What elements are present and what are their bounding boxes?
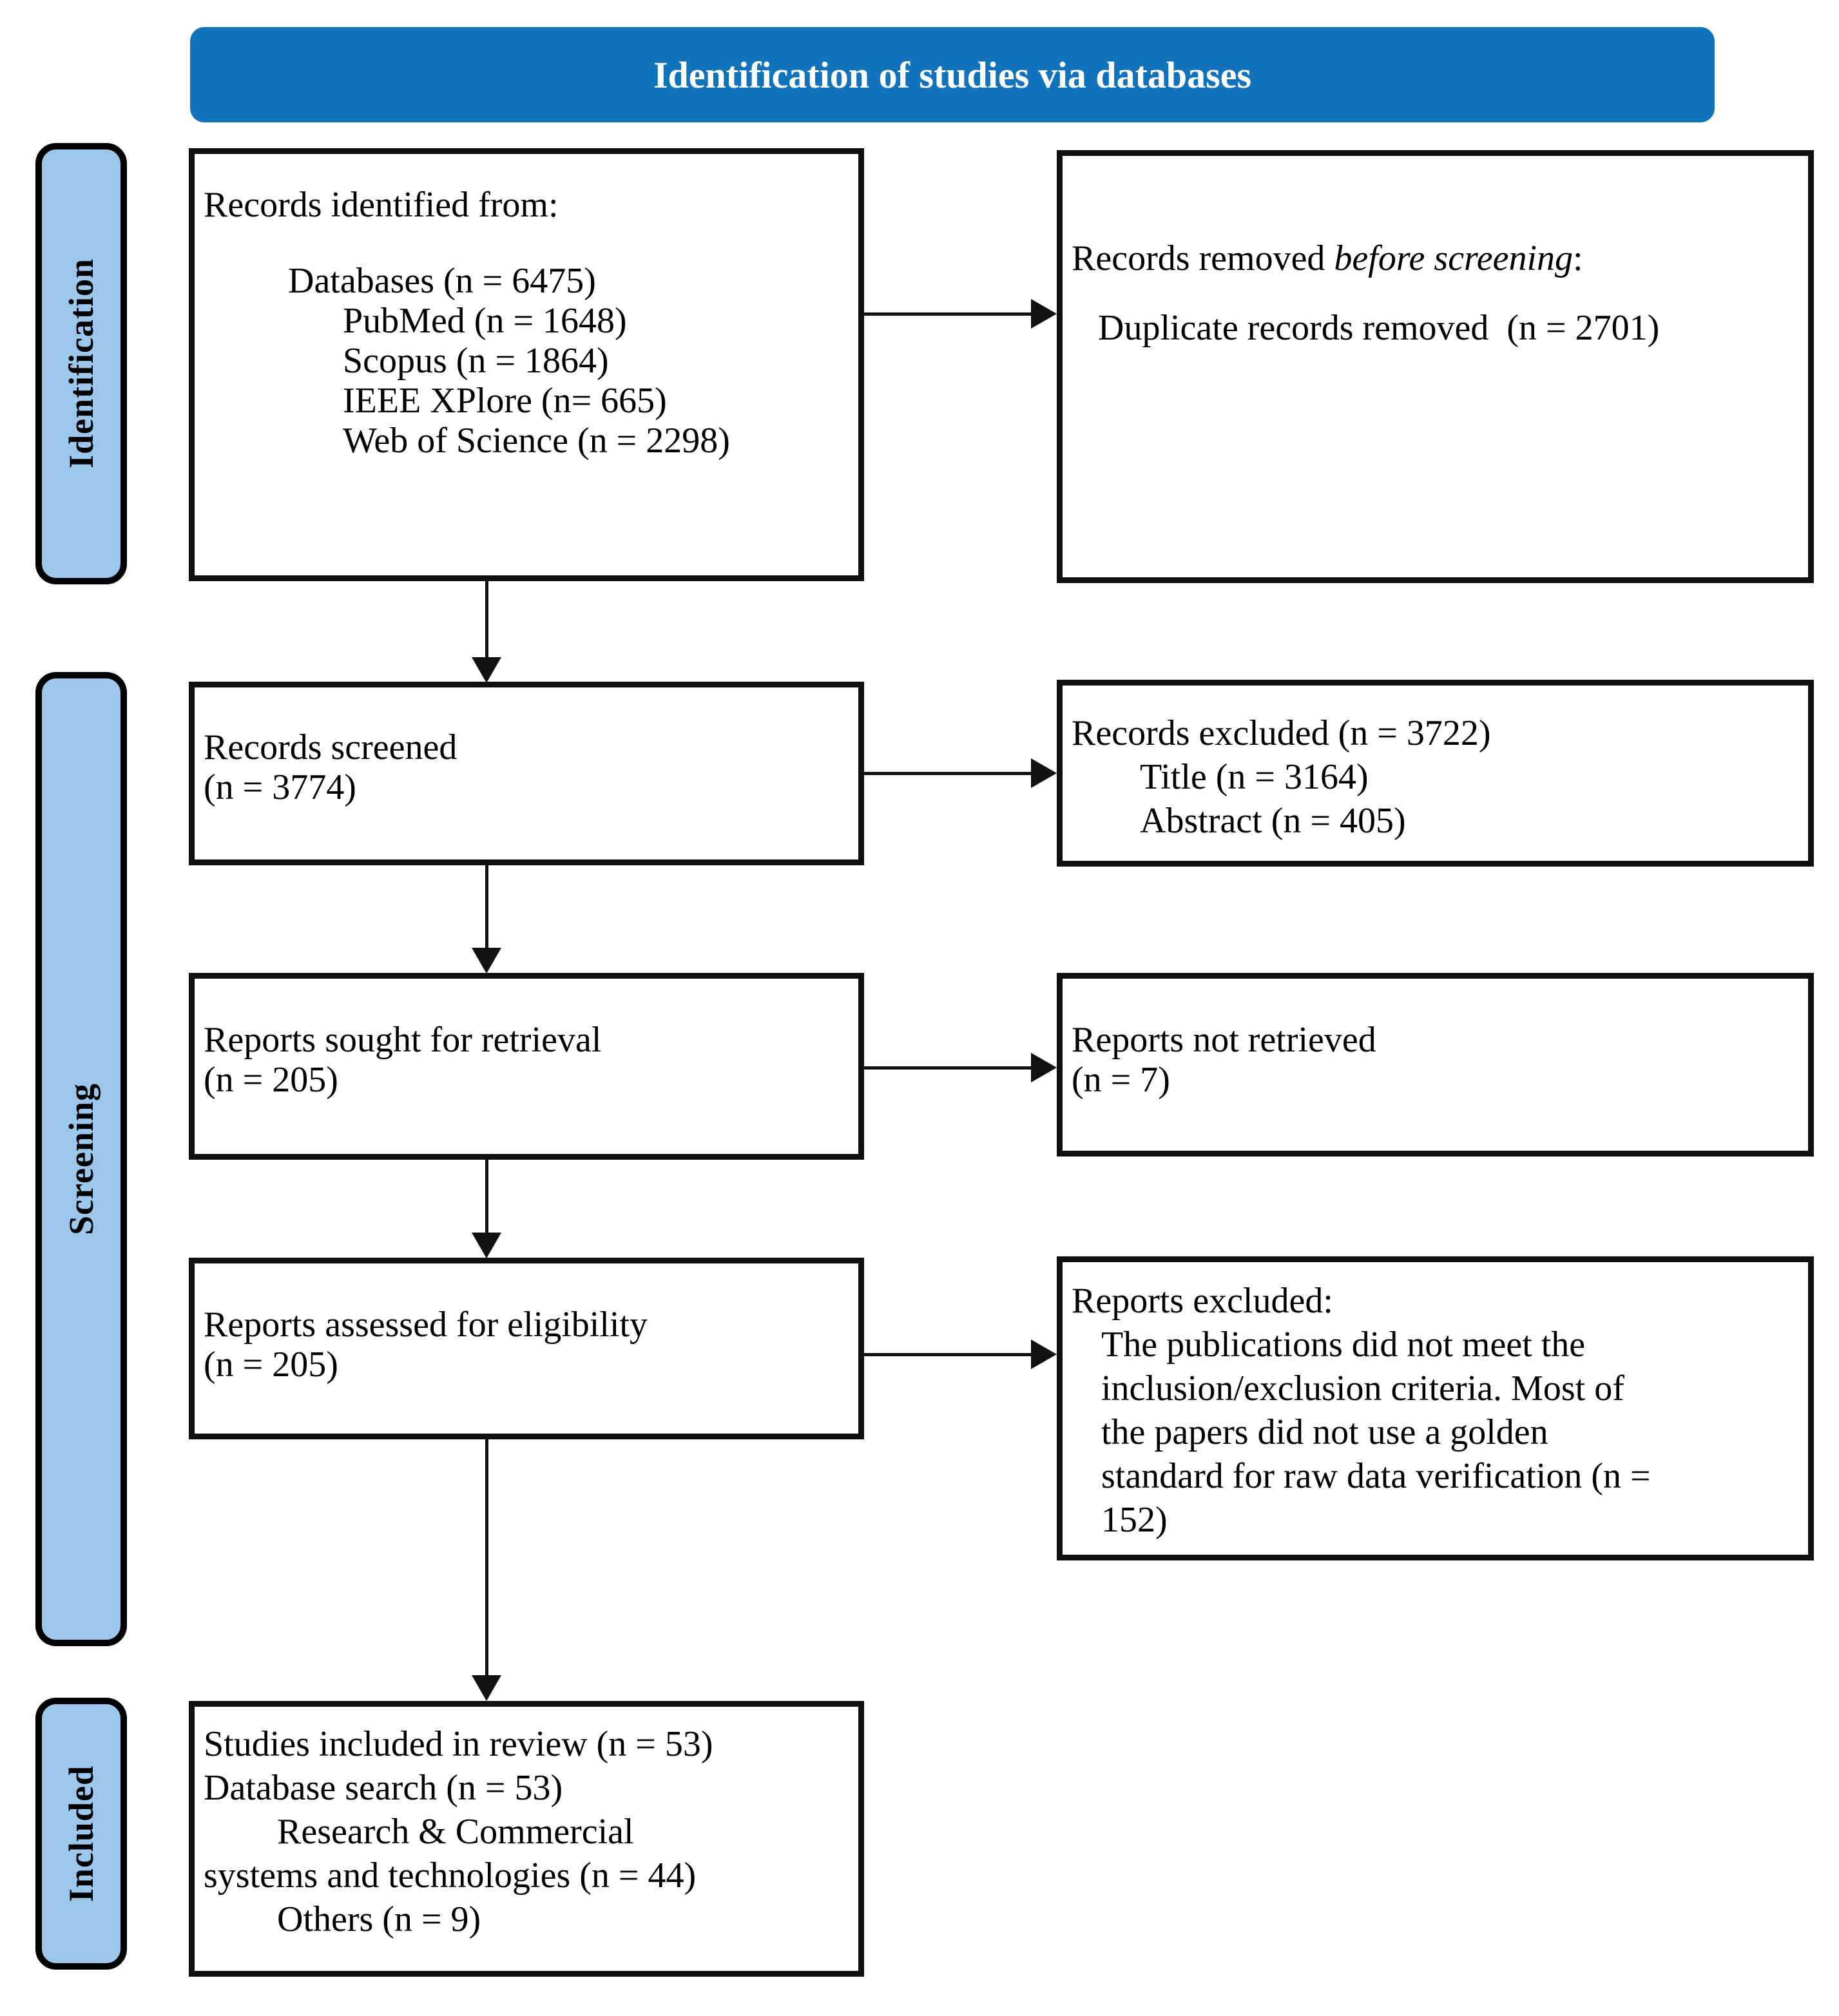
text-line: Duplicate records removed (n = 2701) (1098, 308, 1660, 348)
arrow-sought-to-notretrieved-line (864, 1066, 1032, 1070)
arrow-identified-to-screened-head (472, 657, 501, 683)
spacer-line (195, 225, 858, 261)
text-line: Research & Commercial (277, 1812, 634, 1852)
arrow-identified-to-removed-line (864, 312, 1032, 316)
text-line: Others (n = 9) (277, 1899, 481, 1939)
arrow-sought-to-notretrieved-head (1031, 1053, 1057, 1082)
arrow-identified-to-removed-head (1031, 299, 1057, 329)
stage-label-screening-text: Screening (62, 1083, 101, 1235)
text-line: Reports sought for retrieval (204, 1020, 602, 1060)
arrow-assessed-to-excluded-head (1031, 1339, 1057, 1369)
records-screened-box: Records screened (n = 3774) (189, 682, 864, 865)
text-line: Abstract (n = 405) (1140, 801, 1406, 841)
text-line: inclusion/exclusion criteria. Most of (1101, 1368, 1624, 1408)
text-line: 152) (1101, 1500, 1168, 1540)
text-line: standard for raw data verification (n = (1101, 1456, 1651, 1496)
text-segment: Records removed (1072, 238, 1334, 278)
text-line: Records removed before screening: (1072, 238, 1808, 278)
arrow-screened-to-excluded-head (1031, 758, 1057, 788)
text-line: Records screened (204, 727, 457, 767)
text-line: Records identified from: (204, 185, 559, 225)
text-line: (n = 3774) (204, 767, 356, 807)
text-line: Records excluded (n = 3722) (1072, 713, 1491, 753)
text-line: Databases (n = 6475) (288, 261, 596, 301)
stage-label-identification: Identification (35, 143, 127, 584)
studies-included-box: Studies included in review (n = 53) Data… (189, 1701, 864, 1977)
text-line: the papers did not use a golden (1101, 1412, 1548, 1452)
text-line: Studies included in review (n = 53) (204, 1724, 713, 1764)
arrow-screened-to-sought-head (472, 948, 501, 974)
stage-label-screening: Screening (35, 672, 127, 1646)
arrow-assessed-to-excluded-line (864, 1353, 1032, 1356)
arrow-sought-to-assessed-line (485, 1160, 488, 1234)
records-identified-box: Records identified from: Databases (n = … (189, 148, 864, 581)
text-segment-italic: before screening (1334, 238, 1574, 278)
reports-assessed-box: Reports assessed for eligibility (n = 20… (189, 1258, 864, 1439)
stage-label-included: Included (35, 1698, 127, 1970)
text-line: Title (n = 3164) (1140, 757, 1369, 797)
text-line: Scopus (n = 1864) (343, 341, 609, 381)
arrow-sought-to-assessed-head (472, 1233, 501, 1258)
reports-sought-box: Reports sought for retrieval (n = 205) (189, 973, 864, 1160)
text-line: PubMed (n = 1648) (343, 301, 627, 341)
text-line: Reports excluded: (1072, 1281, 1333, 1321)
text-line: (n = 205) (204, 1345, 338, 1385)
arrow-identified-to-screened-line (485, 581, 488, 658)
stage-label-included-text: Included (62, 1765, 101, 1903)
arrow-screened-to-sought-line (485, 865, 488, 949)
text-line: (n = 205) (204, 1060, 338, 1100)
text-line: The publications did not meet the (1101, 1325, 1586, 1365)
banner-title-text: Identification of studies via databases (653, 53, 1252, 96)
text-line: IEEE XPlore (n= 665) (343, 381, 667, 421)
arrow-assessed-to-included-head (472, 1675, 501, 1701)
banner-title: Identification of studies via databases (190, 27, 1715, 122)
records-removed-box: Records removed before screening: Duplic… (1057, 150, 1814, 583)
text-line: systems and technologies (n = 44) (204, 1856, 697, 1896)
text-line: Reports assessed for eligibility (204, 1305, 648, 1345)
records-excluded-box: Records excluded (n = 3722) Title (n = 3… (1057, 680, 1814, 867)
reports-excluded-box: Reports excluded: The publications did n… (1057, 1256, 1814, 1560)
arrow-assessed-to-included-line (485, 1438, 488, 1676)
arrow-screened-to-excluded-line (864, 772, 1032, 775)
text-line: Web of Science (n = 2298) (343, 421, 730, 461)
text-line: Database search (n = 53) (204, 1768, 563, 1808)
text-line: Reports not retrieved (1072, 1020, 1376, 1060)
text-segment: : (1573, 238, 1583, 278)
text-line: (n = 7) (1072, 1060, 1170, 1100)
reports-not-retrieved-box: Reports not retrieved (n = 7) (1057, 973, 1814, 1157)
stage-label-identification-text: Identification (62, 258, 101, 469)
spacer-line (1063, 278, 1808, 308)
